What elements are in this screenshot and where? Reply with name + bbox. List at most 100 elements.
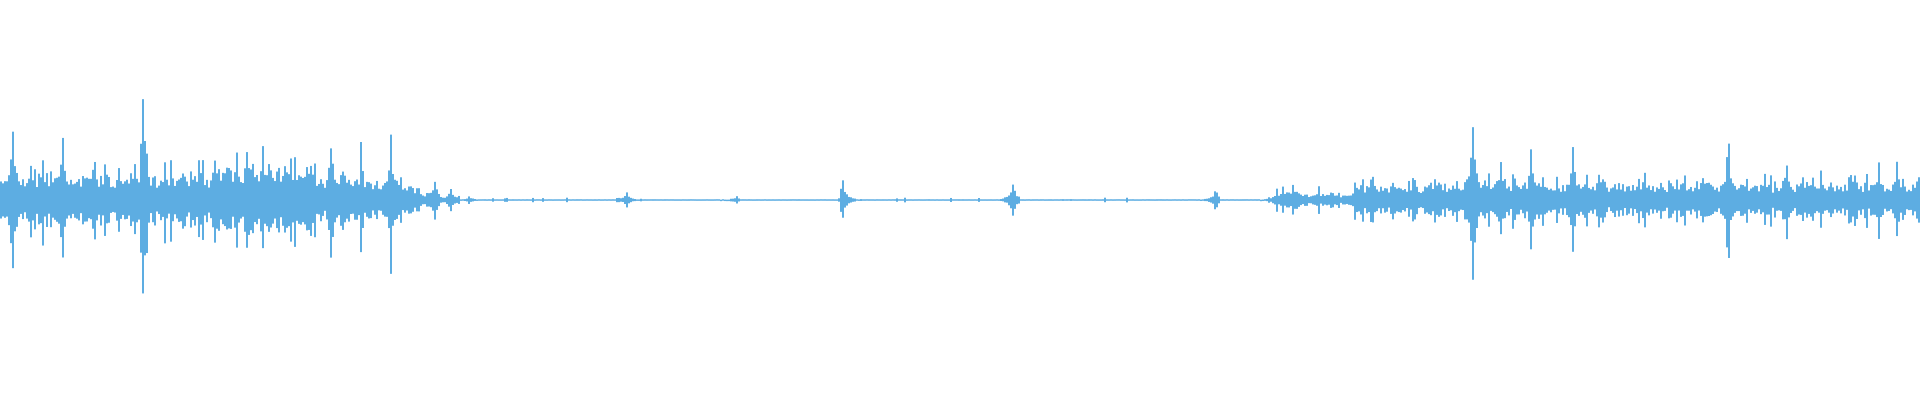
waveform-bar [104,164,106,236]
waveform-bar [1132,199,1134,201]
waveform-bar [94,161,96,240]
waveform-bar [1338,192,1340,208]
waveform-bar [718,199,720,201]
waveform-bar [668,199,670,201]
waveform-bar [620,198,622,202]
waveform-bar [1630,190,1632,209]
waveform-bar [1884,191,1886,209]
waveform-bar [1520,188,1522,210]
waveform-bar [1262,199,1264,202]
waveform-bar [10,159,12,244]
waveform-bar [70,179,72,219]
waveform-bar [1572,147,1574,252]
waveform-bar [68,184,70,216]
waveform-bar [1216,192,1218,208]
waveform-bar [1194,199,1196,201]
waveform-bar [1182,199,1184,201]
waveform-bar [1394,187,1396,214]
waveform-bar [98,186,100,215]
waveform-bar [1772,192,1774,208]
waveform-bar [1038,199,1040,201]
waveform-bar [516,199,518,201]
waveform-bar [992,199,994,201]
waveform-bar [276,171,278,229]
waveform-bar [1730,178,1732,220]
waveform-bar [760,199,762,201]
waveform-bar [790,199,792,201]
waveform-bar [1410,190,1412,210]
waveform-bar [1698,189,1700,211]
waveform-bar [136,178,138,223]
waveform-bar [1382,190,1384,209]
waveform-bar [1402,190,1404,210]
waveform-bar [1016,196,1018,205]
waveform-bar [1870,185,1872,216]
waveform-bar [128,183,130,216]
waveform-bar [108,176,110,223]
waveform-bar [210,180,212,219]
waveform-bar [1680,184,1682,217]
waveform-bar [1098,199,1100,201]
waveform-bar [1676,179,1678,223]
waveform-bar [180,177,182,222]
waveform-bar [1082,199,1084,201]
waveform-bar [720,199,722,202]
waveform-bar [168,185,170,214]
waveform-bar [838,198,840,202]
waveform-bar [106,174,108,224]
waveform-bar [200,173,202,225]
waveform-bar [1344,195,1346,205]
waveform-bar [914,199,916,201]
waveform-bar [940,199,942,201]
waveform-bar [1908,189,1910,211]
waveform-bar [1192,199,1194,201]
waveform-bar [508,199,510,201]
waveform-bar [974,199,976,201]
waveform-bar [392,173,394,226]
waveform-bar [90,178,92,220]
waveform-bar [346,182,348,219]
waveform-bar [1900,187,1902,213]
waveform-bar [1406,191,1408,209]
waveform-bar [308,173,310,230]
waveform-bar [1336,195,1338,206]
waveform-bar [0,181,2,219]
waveform-bar [1602,179,1604,223]
waveform-bar [1916,181,1918,219]
waveform-bar [1534,182,1536,220]
waveform-bar [1690,186,1692,215]
waveform-bar [1714,189,1716,212]
waveform-bar [1178,199,1180,201]
waveform-bar [30,165,32,238]
waveform-bar [474,198,476,201]
waveform-bar [438,193,440,207]
waveform-bar [1674,189,1676,211]
waveform-bar [1594,190,1596,210]
waveform-bar [1696,181,1698,219]
waveform-bar [1280,193,1282,206]
waveform-bar [1544,186,1546,215]
waveform-bar [924,199,926,201]
waveform-bar [388,170,390,229]
waveform-bar [1006,196,1008,203]
waveform-bar [648,199,650,201]
waveform-bar [902,199,904,201]
waveform-bar [1128,199,1130,201]
waveform-bar [414,193,416,208]
waveform-bar [258,181,260,219]
waveform-bar [506,197,508,202]
waveform-bar [1496,181,1498,217]
waveform-bar [1742,185,1744,216]
waveform-bar [1710,184,1712,216]
waveform-bar [1718,191,1720,209]
waveform-bar [1910,191,1912,210]
waveform-bar [666,199,668,201]
waveform-bar [450,189,452,212]
waveform-bar [1276,188,1278,212]
waveform-bar [1860,186,1862,215]
waveform-bar [1244,199,1246,201]
waveform-bar [358,184,360,216]
waveform-bar [722,199,724,201]
